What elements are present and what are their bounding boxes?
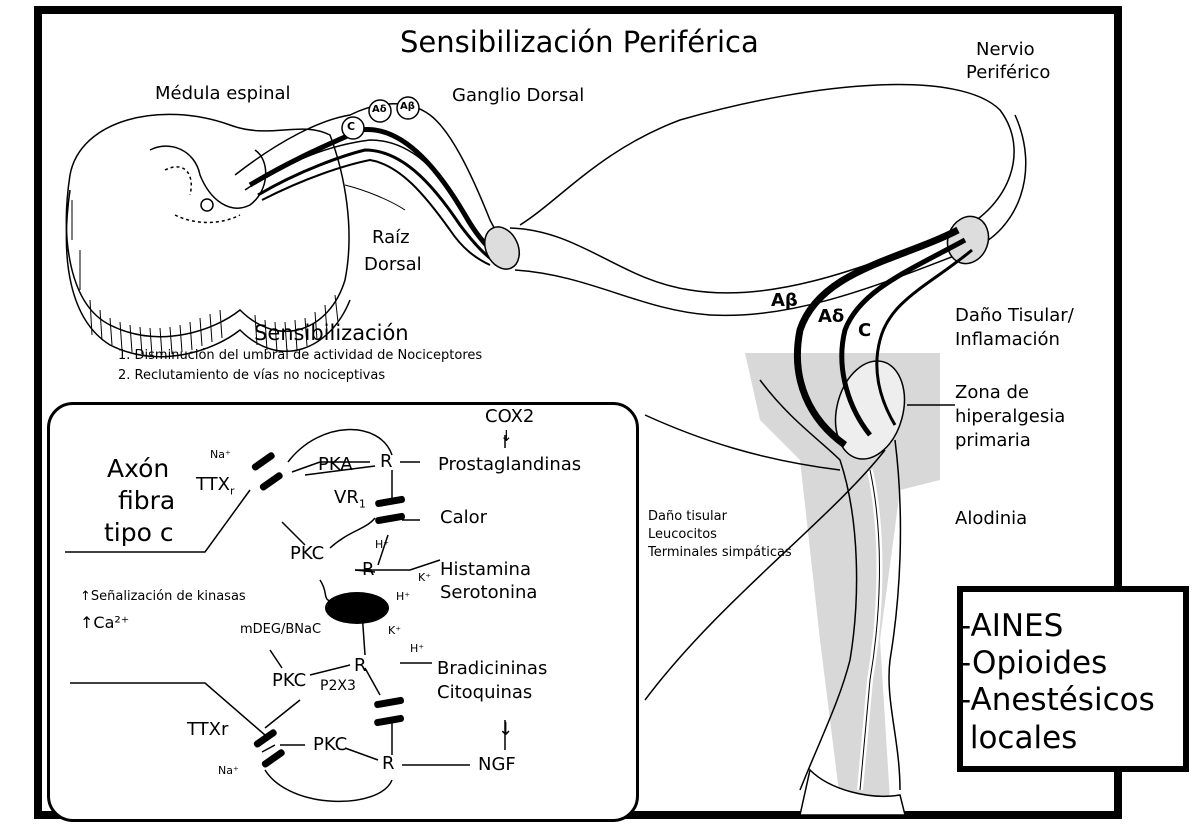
inset-label-calor: Calor (440, 508, 487, 529)
inset-label-bradicininas: Bradicininas (437, 659, 547, 680)
inset-label-histamina: Histamina (440, 560, 531, 581)
inset-label-r: R (362, 560, 375, 581)
inset-label-kinasas: ↑Señalización de kinasas (80, 590, 246, 605)
inset-label-axon: Axón (107, 455, 169, 484)
inset-label-pkc: PKC (313, 735, 347, 756)
inset-label-r: R (354, 656, 367, 677)
inset-label-h: H⁺ (410, 643, 424, 656)
inset-label-fibra: fibra (118, 487, 175, 516)
inset-label-prostaglandinas: Prostaglandinas (438, 455, 581, 476)
inset-label-h: H⁺ (396, 591, 410, 604)
treatment-item: -Anestésicos (960, 682, 1155, 719)
inset-label-ngf: NGF (478, 755, 516, 776)
inset-arrow-down: ↓ (500, 428, 513, 445)
treatment-item: -AINES (960, 608, 1155, 645)
inset-label-r: R (380, 452, 393, 473)
treatment-item: locales (960, 720, 1155, 757)
inset-arrow-down: ↓ (498, 720, 513, 741)
inset-label-pkc: PKC (290, 544, 324, 565)
inset-label-tipo-c: tipo c (104, 519, 174, 548)
inset-label-k: K⁺ (418, 572, 431, 585)
inset-label-k: K⁺ (388, 625, 401, 638)
inset-label-h: H⁺ (375, 539, 389, 552)
inset-label-vr-sub: 1 (359, 498, 366, 511)
inset-label-na: Na⁺ (210, 449, 231, 462)
inset-label-ca: ↑Ca²⁺ (80, 614, 129, 632)
treatment-item: -Opioides (960, 645, 1155, 682)
inset-label-p2x3: P2X3 (320, 678, 356, 694)
inset-label-vr1: VR1 (334, 488, 366, 511)
treatment-list: -AINES -Opioides -Anestésicos locales (960, 608, 1155, 757)
inset-label-citoquinas: Citoquinas (437, 683, 532, 704)
inset-label-r: R (382, 754, 395, 775)
inset-label-ttx: TTXr (196, 475, 235, 498)
inset-label-cox2: COX2 (485, 407, 534, 428)
inset-label-ttxr: TTXr (187, 720, 228, 741)
inset-label-na: Na⁺ (218, 765, 239, 778)
inset-label-pkc: PKC (272, 671, 306, 692)
inset-label-pka: PKA (318, 455, 353, 476)
inset-label-serotonina: Serotonina (440, 583, 537, 604)
inset-label-ttx-sub: r (230, 485, 235, 498)
inset-label-mdeg: mDEG/BNaC (240, 623, 321, 638)
